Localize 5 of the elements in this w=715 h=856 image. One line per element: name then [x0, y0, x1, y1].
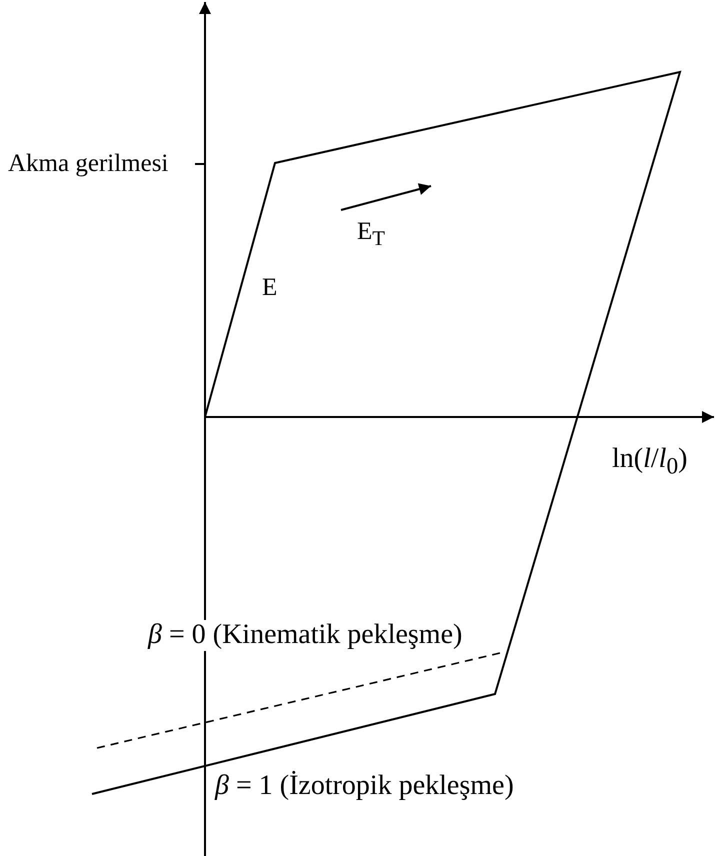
- curve-label: β = 0 (Kinematik pekleşme): [148, 620, 462, 651]
- modulus-label: E$_{T}$: [357, 218, 386, 250]
- curve-label: β = 1 (İzotropik pekleşme): [215, 771, 514, 802]
- axis-label: Akma gerilmesi: [8, 150, 168, 178]
- modulus-label: E: [262, 274, 278, 302]
